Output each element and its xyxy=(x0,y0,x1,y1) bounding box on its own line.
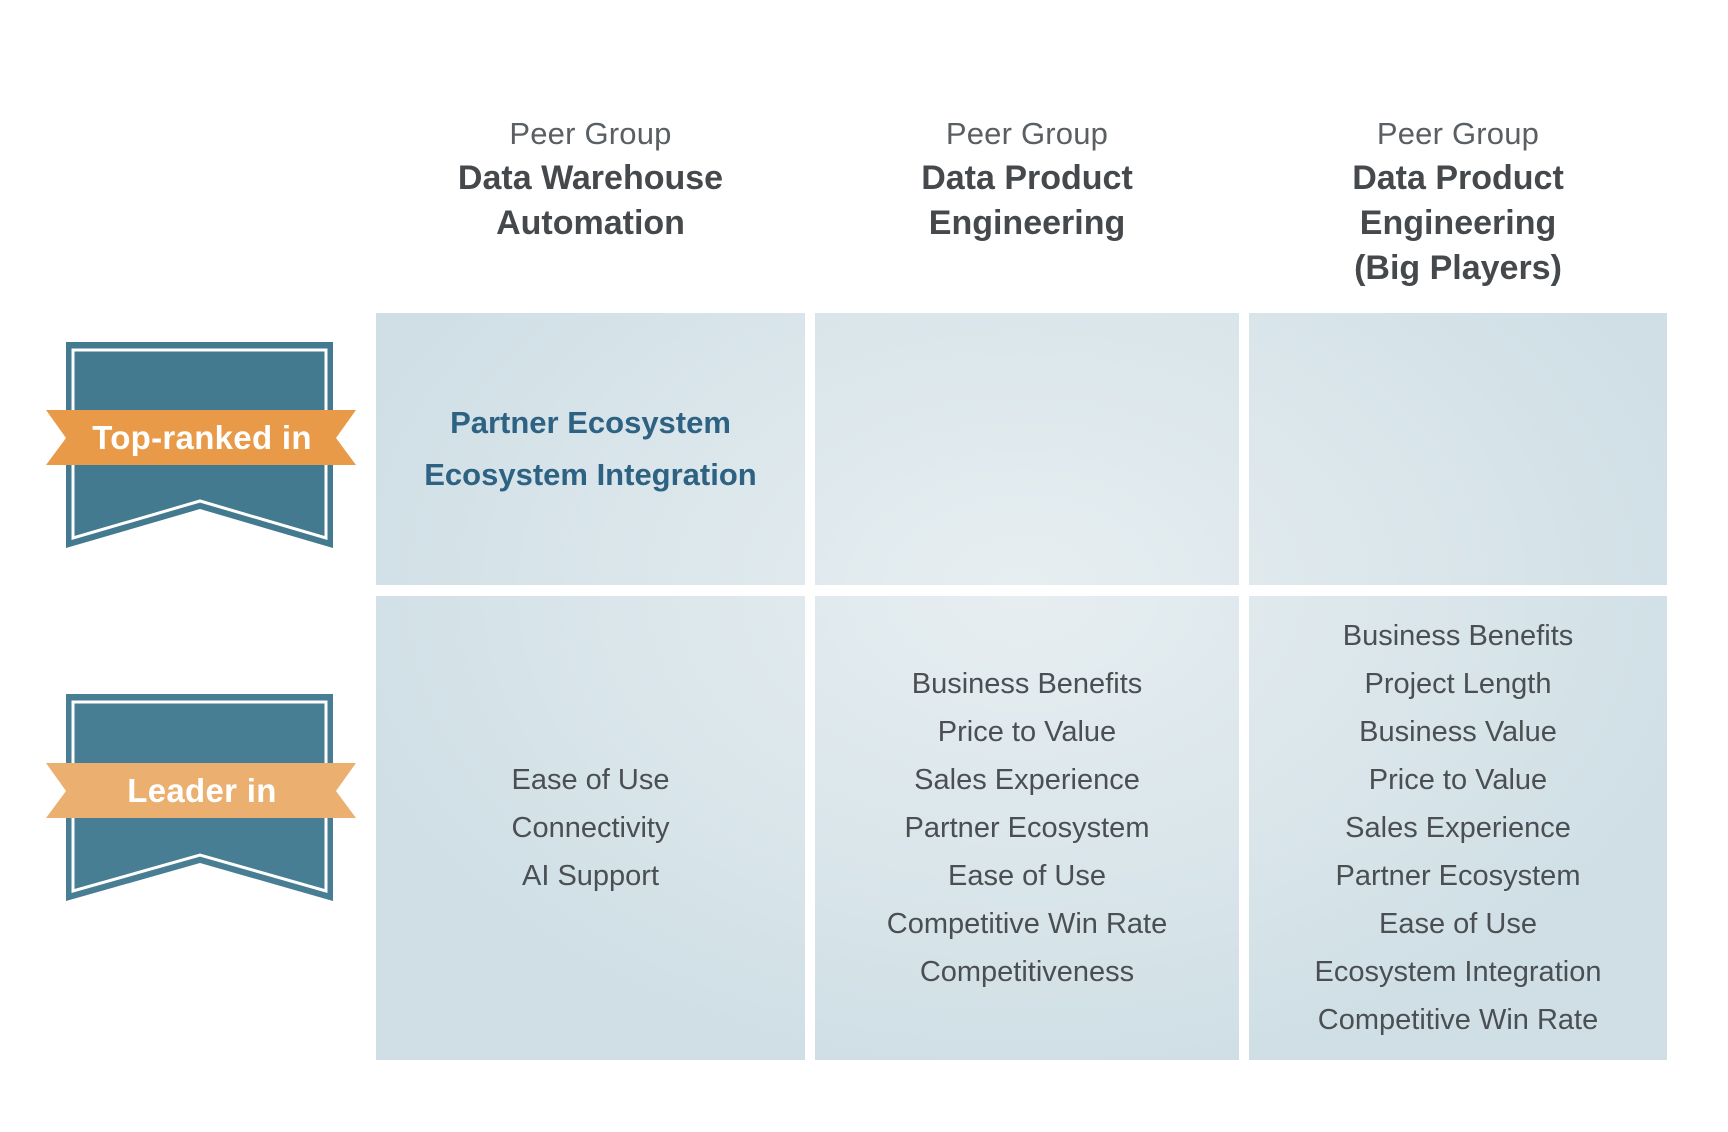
column-header-data-warehouse-automation: Peer Group Data Warehouse Automation xyxy=(376,112,805,246)
criterion-item: Price to Value xyxy=(1368,764,1548,796)
criterion-item: Partner Ecosystem xyxy=(904,812,1150,844)
criterion-item: Partner Ecosystem xyxy=(450,405,731,440)
criterion-item: Connectivity xyxy=(511,812,670,844)
criterion-item: Business Benefits xyxy=(911,668,1143,700)
column-title: Data Product Engineering (Big Players) xyxy=(1352,159,1564,287)
column-header-data-product-engineering-big-players: Peer Group Data Product Engineering (Big… xyxy=(1249,112,1667,291)
criterion-item: Business Value xyxy=(1359,716,1557,748)
column-title: Data Warehouse Automation xyxy=(457,159,724,242)
badge-label: Leader in xyxy=(127,772,277,809)
badge-label: Top-ranked in xyxy=(92,419,312,456)
top-ranked-badge: Top-ranked in xyxy=(44,342,360,552)
criterion-item: Ease of Use xyxy=(1379,908,1537,940)
criterion-item: Business Benefits xyxy=(1342,620,1574,652)
grid-divider xyxy=(376,585,1667,596)
ribbon-banner xyxy=(46,763,356,818)
column-kicker: Peer Group xyxy=(509,116,672,151)
column-kicker: Peer Group xyxy=(1376,116,1540,151)
criterion-item: Ease of Use xyxy=(948,860,1106,892)
grid-divider xyxy=(1239,313,1249,1060)
column-header-data-product-engineering: Peer Group Data Product Engineering xyxy=(815,112,1239,246)
cell-top-ranked-dpe xyxy=(815,313,1239,585)
leader-badge: Leader in xyxy=(44,694,360,904)
criterion-item: Sales Experience xyxy=(1345,812,1571,844)
criterion-item: Ease of Use xyxy=(511,764,670,796)
cell-top-ranked-dpe-big xyxy=(1249,313,1667,585)
ribbon-banner xyxy=(46,410,356,465)
criterion-item: Ecosystem Integration xyxy=(1314,956,1602,988)
criterion-item: Partner Ecosystem xyxy=(1335,860,1581,892)
criterion-item: Competitive Win Rate xyxy=(886,908,1168,940)
criterion-item: Sales Experience xyxy=(914,764,1140,796)
criterion-item: Competitive Win Rate xyxy=(1317,1004,1599,1036)
column-title: Data Product Engineering xyxy=(921,159,1133,242)
column-kicker: Peer Group xyxy=(945,116,1109,151)
criterion-item: Price to Value xyxy=(937,716,1117,748)
criterion-item: Ecosystem Integration xyxy=(424,457,757,492)
criterion-item: Competitiveness xyxy=(919,956,1135,988)
criterion-item: AI Support xyxy=(521,860,660,892)
ribbon-badge-icon xyxy=(46,342,356,548)
criterion-item: Project Length xyxy=(1364,668,1552,700)
ribbon-badge-icon xyxy=(46,694,356,901)
grid-divider xyxy=(805,313,815,1060)
matrix-grid xyxy=(376,313,1667,1060)
